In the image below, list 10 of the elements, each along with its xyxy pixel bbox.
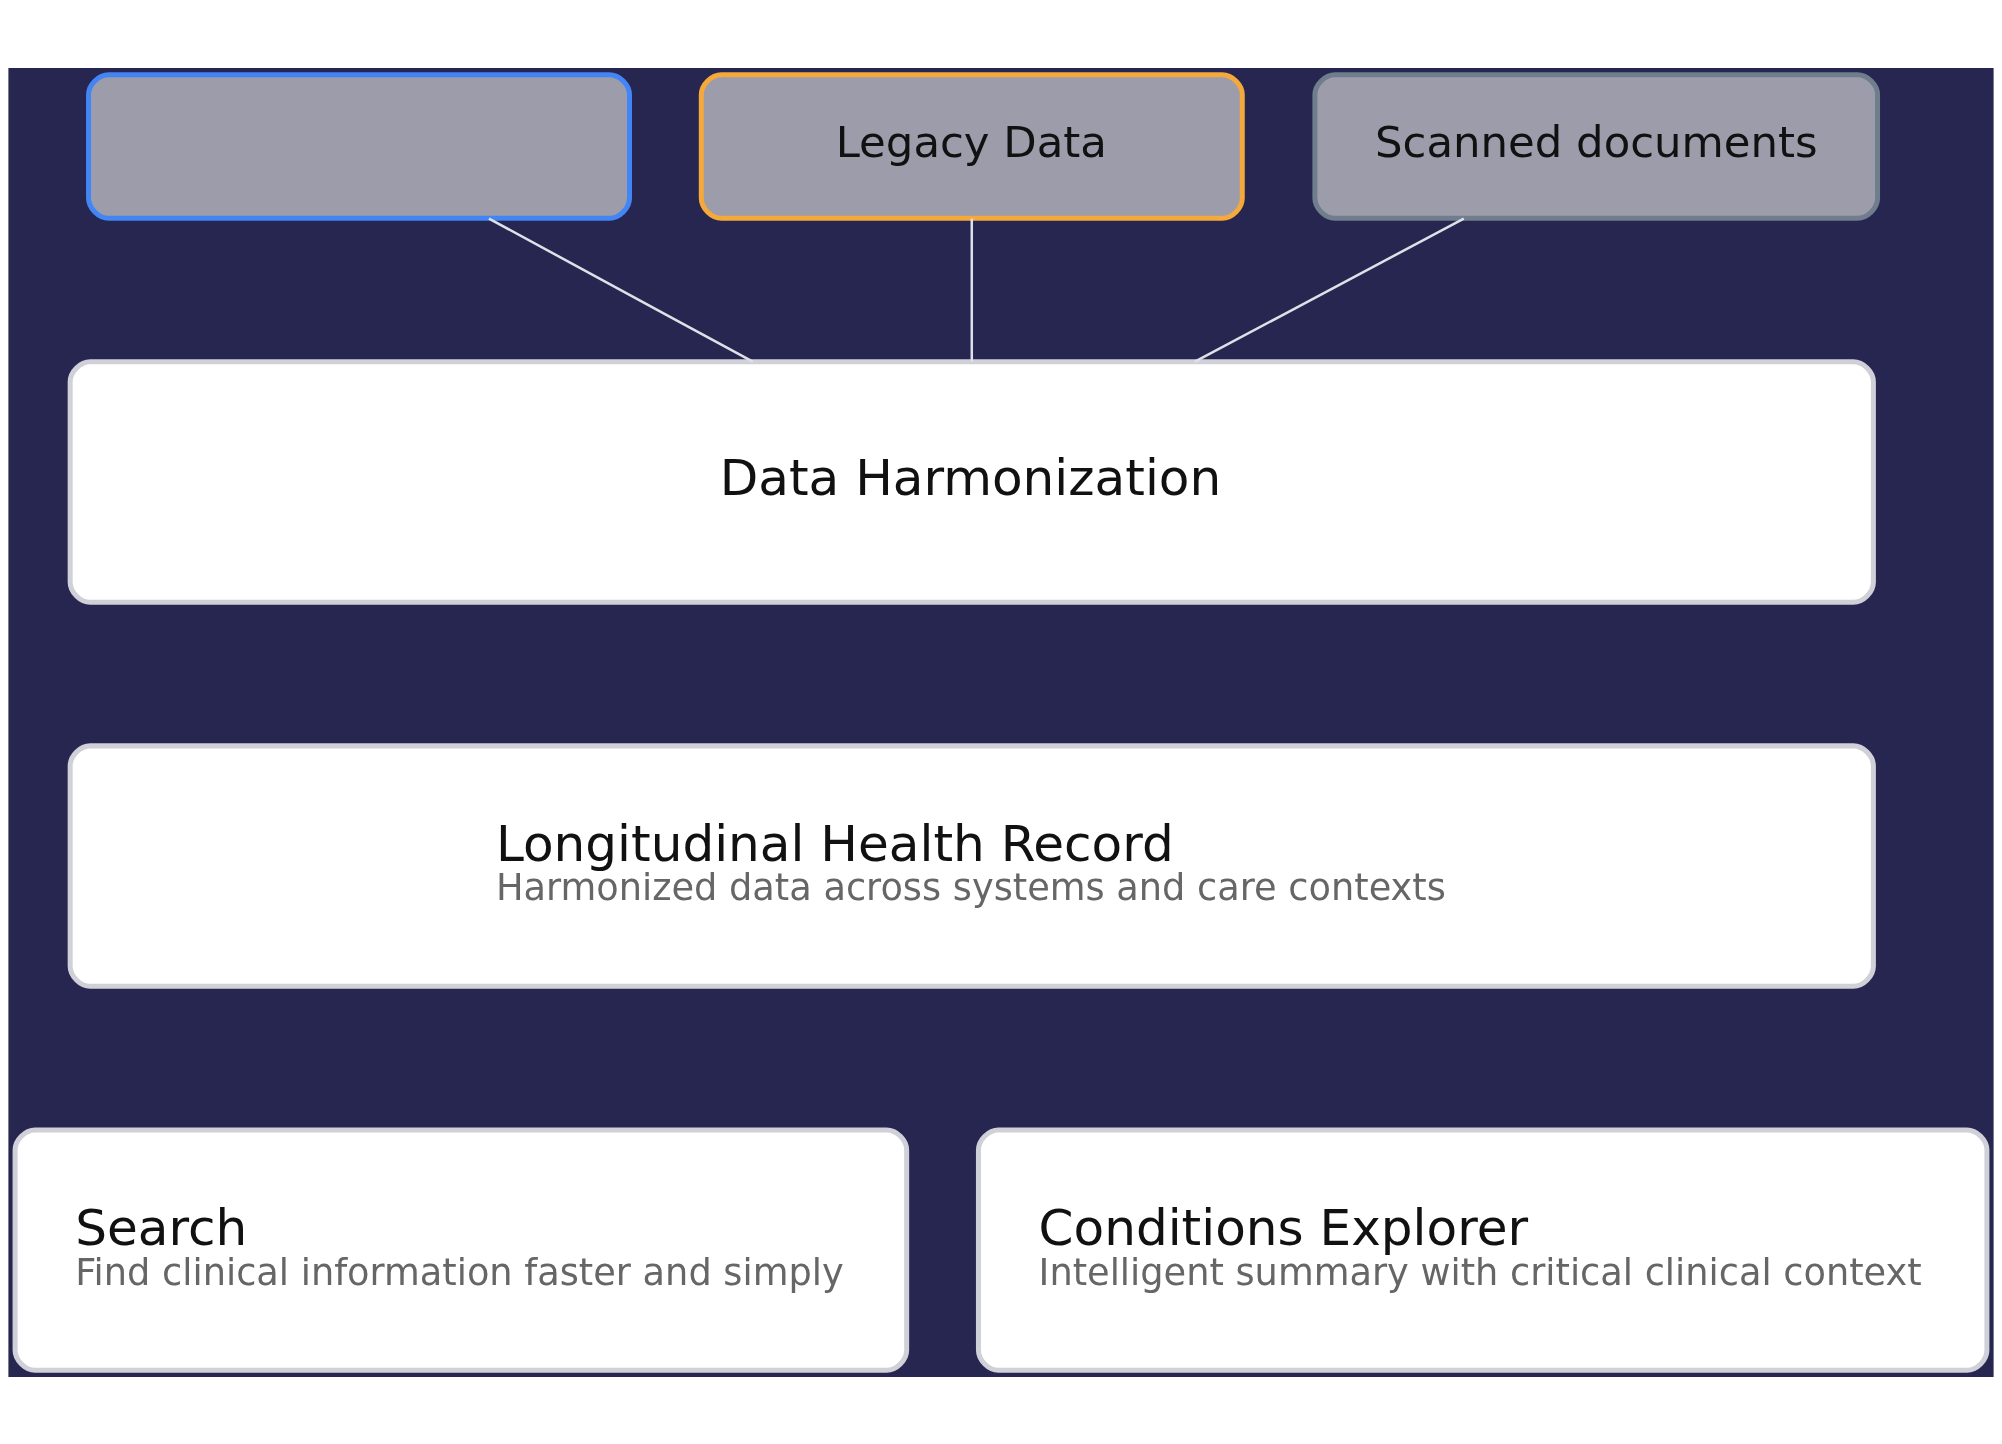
node-box [86,71,632,221]
node-box: Legacy Data [698,71,1245,221]
node-box: Longitudinal Health Record Harmonized data across systems and care contexts [67,742,1876,989]
connector [970,218,974,362]
connector [1194,217,1465,363]
connector [488,217,754,363]
node-box: Search Find clinical information faster and simply [12,1126,910,1373]
node-box: Conditions Explorer Intelligent summary with critical clinical context [975,1126,1990,1373]
node-box: Data Harmonization [67,358,1876,605]
node-box: Scanned documents [1312,71,1881,221]
